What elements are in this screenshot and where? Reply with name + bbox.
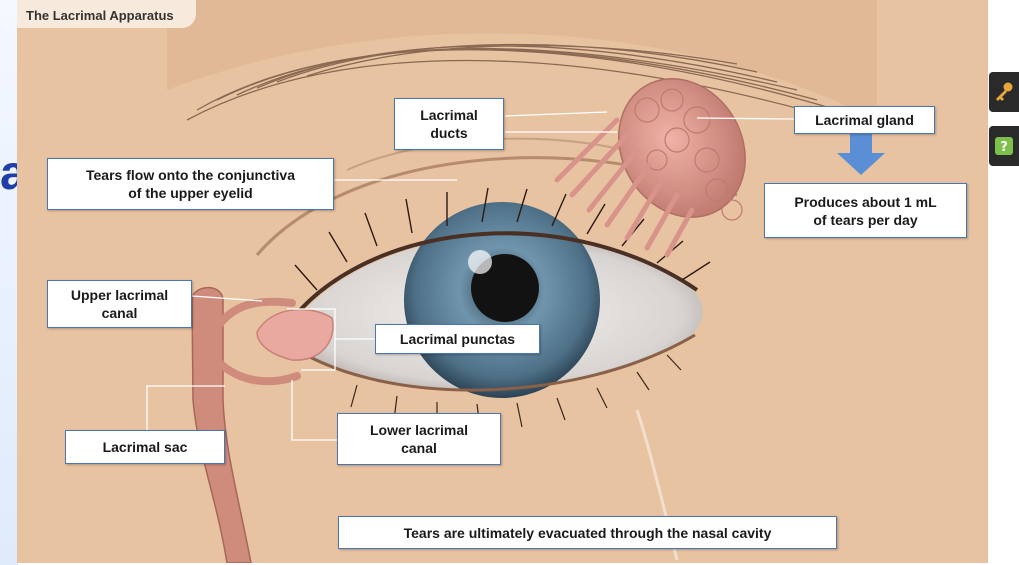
label-tears-flow: Tears flow onto the conjunctiva of the u… xyxy=(47,158,334,210)
eye-highlight xyxy=(468,250,492,274)
diagram-stage: The Lacrimal Apparatus Lacrimal ducts La… xyxy=(17,0,988,563)
key-button[interactable] xyxy=(989,72,1019,112)
label-lower-lacrimal-canal: Lower lacrimal canal xyxy=(337,413,501,465)
label-produces-tears: Produces about 1 mL of tears per day xyxy=(764,183,967,238)
lower-canal-tube xyxy=(212,355,297,381)
label-lacrimal-gland: Lacrimal gland xyxy=(794,106,935,134)
svg-text:?: ? xyxy=(1000,140,1008,155)
label-lacrimal-sac: Lacrimal sac xyxy=(65,430,225,464)
caruncle xyxy=(257,310,333,361)
label-upper-lacrimal-canal: Upper lacrimal canal xyxy=(47,280,192,328)
label-tears-evacuated: Tears are ultimately evacuated through t… xyxy=(338,516,837,549)
diagram-title: The Lacrimal Apparatus xyxy=(17,0,196,28)
down-arrow-icon xyxy=(837,133,885,175)
help-button[interactable]: ? xyxy=(989,126,1019,166)
label-lacrimal-punctas: Lacrimal punctas xyxy=(375,324,540,354)
label-lacrimal-ducts: Lacrimal ducts xyxy=(394,98,504,150)
slide-edge xyxy=(0,0,18,565)
question-icon: ? xyxy=(993,135,1015,157)
key-icon xyxy=(993,81,1015,103)
lacrimal-gland xyxy=(594,56,770,241)
lacrimal-sac xyxy=(192,288,251,563)
